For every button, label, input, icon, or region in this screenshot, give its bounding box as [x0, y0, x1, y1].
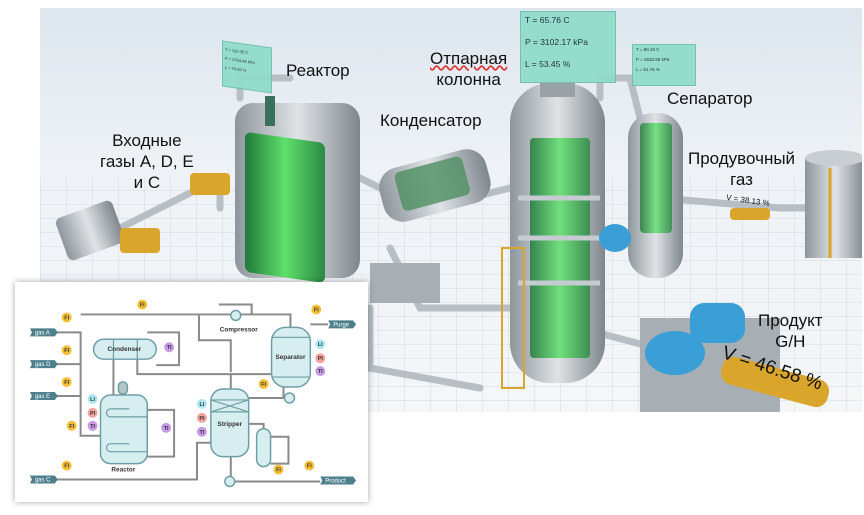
process-lines [54, 303, 329, 483]
svg-text:TI: TI [164, 426, 169, 432]
separator-label: Сепаратор [667, 89, 753, 108]
svg-text:PI: PI [90, 411, 96, 417]
instrument-pi: PI [87, 407, 98, 418]
svg-text:Purge: Purge [333, 322, 350, 328]
instrument-fi: FI [61, 345, 72, 356]
reactor-label: Реактор [286, 61, 350, 80]
inlet-compressors [55, 173, 230, 261]
condenser-label: Конденсатор [380, 111, 482, 130]
instrument-fi: FI [258, 379, 269, 390]
svg-text:FI: FI [64, 464, 69, 470]
instrument-fi: FI [137, 299, 148, 310]
condenser-unit [379, 149, 491, 222]
svg-text:FI: FI [64, 315, 69, 321]
instrument-fi: FI [304, 460, 315, 471]
instrument-ti: TI [164, 342, 175, 353]
svg-text:FI: FI [314, 307, 319, 313]
reactor-label: Reactor [111, 467, 136, 474]
svg-text:TI: TI [318, 369, 323, 375]
stream-tag-gas_e: gas E [29, 392, 58, 400]
svg-text:FI: FI [69, 424, 74, 430]
svg-text:gas A: gas A [35, 330, 50, 336]
product-valve [720, 356, 830, 408]
svg-text:PI: PI [318, 356, 324, 362]
svg-text:FI: FI [261, 382, 266, 388]
reboiler-shape [255, 428, 272, 468]
instrument-fi: FI [273, 464, 284, 475]
stripper-shape [210, 388, 250, 458]
instrument-pi: PI [315, 353, 326, 364]
svg-text:FI: FI [140, 302, 145, 308]
instrument-fi: FI [311, 304, 322, 315]
svg-text:Product: Product [325, 478, 346, 484]
process-schematic: Condenser Reactor Stripper Separator Com… [15, 282, 368, 502]
svg-text:FI: FI [276, 468, 281, 474]
instrument-ti: TI [87, 420, 98, 431]
instrument-ti: TI [315, 366, 326, 377]
instrument-fi: FI [61, 460, 72, 471]
svg-text:LI: LI [90, 397, 95, 403]
svg-text:TI: TI [90, 424, 95, 430]
svg-text:gas C: gas C [35, 477, 51, 483]
instrument-fi: FI [66, 420, 77, 431]
svg-text:PI: PI [199, 416, 205, 422]
instrument-ti: TI [196, 426, 207, 437]
stream-tag-gas_a: gas A [29, 328, 58, 336]
stream-tag-product: Product [320, 476, 357, 484]
svg-text:gas E: gas E [35, 394, 50, 400]
svg-text:FI: FI [307, 464, 312, 470]
svg-text:LI: LI [318, 342, 323, 348]
stream-tag-purge: Purge [328, 320, 357, 328]
separator-shape [270, 326, 312, 388]
plant-render [40, 74, 862, 412]
instrument-ti: TI [161, 422, 172, 433]
instrument-li: LI [196, 398, 207, 409]
vessels [92, 309, 312, 488]
stripper-column [501, 83, 605, 389]
instrument-li: LI [315, 339, 326, 350]
stream-tag-gas_d: gas D [29, 360, 58, 368]
svg-text:FI: FI [64, 348, 69, 354]
reactor-shape [99, 394, 148, 465]
instrument-pi: PI [196, 412, 207, 423]
svg-text:TI: TI [167, 345, 172, 351]
instrument-fi: FI [61, 312, 72, 323]
stream-tag-gas_c: gas C [29, 475, 58, 483]
instrument-fi: FI [61, 377, 72, 388]
purge-valve [730, 208, 770, 220]
condenser-label: Condenser [108, 346, 142, 353]
separator-label: Separator [275, 354, 306, 361]
storage-tank [805, 150, 862, 258]
svg-text:FI: FI [64, 380, 69, 386]
separator-vessel [599, 113, 683, 278]
compressor-label: Compressor [220, 326, 259, 333]
product-pump [640, 303, 780, 412]
pump-skid [370, 263, 440, 303]
svg-text:LI: LI [200, 402, 205, 408]
stripper-label: Stripper [217, 421, 242, 428]
schematic-diagram: Condenser Reactor Stripper Separator Com… [29, 299, 357, 488]
svg-text:TI: TI [200, 430, 205, 436]
reactor-vessel [235, 96, 360, 283]
condenser-shape [92, 338, 157, 360]
svg-text:gas D: gas D [35, 362, 51, 368]
instrument-li: LI [87, 393, 98, 404]
instruments: FI FI FI FI FI FI FI FI FI FI LI PI TI TI TI LI PI TI LI PI… [61, 299, 326, 475]
